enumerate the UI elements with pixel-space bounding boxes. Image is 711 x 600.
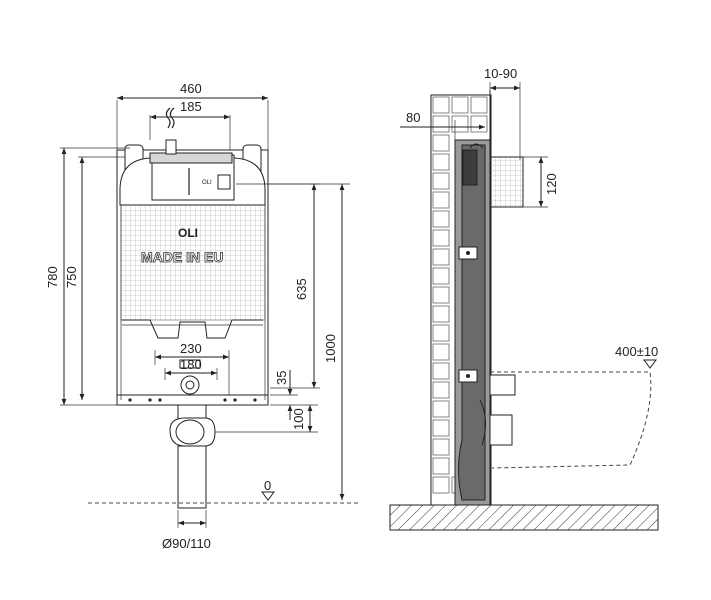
dim-230: 230: [154, 341, 230, 395]
dim-100-label: 100: [291, 408, 306, 430]
wall-tile: [432, 400, 450, 418]
wall-tile: [432, 210, 450, 228]
dim-460-label: 460: [180, 81, 202, 96]
bowl-connections: [479, 374, 516, 446]
dim-230-label: 230: [180, 341, 202, 356]
wall-tile: [432, 96, 450, 114]
dim-pipe: Ø90/110: [162, 510, 211, 551]
dim-1000-label: 1000: [323, 334, 338, 363]
dim-180: 180: [164, 357, 218, 380]
wall-tile: [432, 267, 450, 285]
dim-180-label: 180: [180, 357, 202, 372]
wall-tile: [432, 134, 450, 152]
dim-635-label: 635: [294, 278, 309, 300]
dim-35-label: 35: [274, 371, 289, 385]
dim-80: 80: [400, 110, 485, 140]
flush-plate-box: [489, 156, 524, 208]
wall-tile: [451, 96, 469, 114]
dim-780-label: 780: [45, 266, 60, 288]
dim-120-label: 120: [544, 173, 559, 195]
toilet-bowl-outline: [490, 371, 652, 469]
dim-185-label: 185: [180, 99, 202, 114]
dim-750: 750: [64, 156, 125, 400]
wall-tile: [432, 381, 450, 399]
dim-10-90: 10-90: [484, 66, 521, 160]
dim-100: 100: [215, 404, 318, 433]
frame-marking: MADE IN EU: [141, 249, 223, 265]
dim-1000: 1000: [268, 183, 350, 500]
wall-tile: [432, 115, 450, 133]
wall-tile: [432, 248, 450, 266]
frame-profile: [454, 139, 491, 506]
cistern-small-logo: OLI: [202, 180, 212, 186]
wall-tile: [432, 419, 450, 437]
wall-tile: [432, 229, 450, 247]
wall-tile: [470, 96, 488, 114]
floor: [389, 504, 659, 531]
wall-tile: [432, 305, 450, 323]
wall-tile: [432, 343, 450, 361]
side-view: 10-90 80 120 400±10: [389, 66, 659, 531]
wall-tile: [432, 324, 450, 342]
dim-35: 35: [270, 370, 298, 420]
dim-780: 780: [45, 147, 130, 406]
wall-tile: [432, 191, 450, 209]
wall-tile: [432, 438, 450, 456]
cross-bar: [122, 319, 263, 339]
dim-185: 185: [149, 99, 231, 150]
front-view: OLI OLI MADE IN EU: [45, 81, 360, 551]
dim-120: 120: [523, 156, 559, 208]
flush-connection: [179, 359, 201, 395]
wall-tile: [432, 457, 450, 475]
dim-460: 460: [116, 81, 269, 150]
bottom-plate: [117, 394, 268, 402]
brand-logo: OLI: [178, 226, 198, 240]
dim-635: 635: [236, 183, 320, 389]
drain-pipe: [169, 404, 216, 509]
cistern: [119, 107, 266, 206]
wall-tile: [432, 286, 450, 304]
wall-tile: [451, 115, 469, 133]
pipe-diameter-label: Ø90/110: [162, 536, 211, 551]
dim-750-label: 750: [64, 266, 79, 288]
dim-80-label: 80: [406, 110, 420, 125]
wall-tile: [432, 362, 450, 380]
wall-tile: [432, 172, 450, 190]
wall-tile: [432, 476, 450, 494]
wall-tile: [432, 153, 450, 171]
bowl-height-label: 400±10: [615, 344, 658, 359]
wall-tile: [470, 115, 488, 133]
floor-zero-label: 0: [264, 478, 271, 493]
dim-10-90-label: 10-90: [484, 66, 517, 81]
